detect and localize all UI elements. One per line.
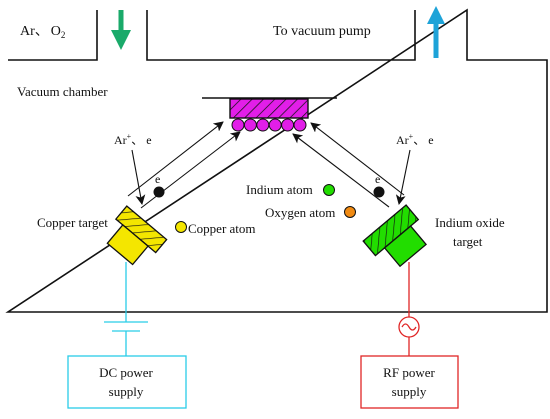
electron-label-left: e [155, 172, 160, 186]
substrate-atoms [231, 118, 307, 132]
substrate-block [229, 98, 309, 119]
deposited-atom [293, 118, 307, 132]
deposited-atom [281, 118, 295, 132]
deposited-atom [243, 118, 257, 132]
copper-atom-label: Copper atom [188, 221, 256, 236]
indium-atom-dot [323, 184, 335, 196]
copper-target-label: Copper target [37, 215, 108, 230]
ion-label-right: Ar+、 e [396, 132, 434, 147]
deposited-atom [231, 118, 245, 132]
oxygen-atom-label: Oxygen atom [265, 205, 335, 220]
vacuum-chamber-outline [5, 8, 548, 313]
electron-label-right: e [375, 172, 380, 186]
ion-arrow-left [131, 149, 146, 205]
copper-target [106, 205, 168, 266]
right-sputter-arrow-outer [310, 122, 405, 196]
ion-label-left: Ar+、 e [114, 132, 152, 147]
dc-power-supply-label-line2: supply [109, 384, 144, 399]
left-sputter-arrow-outer [127, 121, 224, 197]
ion-arrow-right [395, 149, 411, 205]
right-sputter-arrow-inner [292, 133, 390, 208]
dc-power-supply-label-line1: DC power [99, 365, 153, 380]
oxygen-atom-dot [344, 206, 356, 218]
copper-atom-dot [175, 221, 187, 233]
indium-atom-label: Indium atom [246, 182, 313, 197]
vacuum-chamber-label: Vacuum chamber [17, 84, 108, 99]
indium-oxide-target-label-line2: target [453, 234, 483, 249]
vacuum-pump-arrow-icon [427, 6, 445, 58]
electron-dot-left [153, 186, 165, 198]
indium-oxide-target-label-line1: Indium oxide [435, 215, 505, 230]
electron-dot-right [373, 186, 385, 198]
rf-circuit [360, 262, 459, 409]
deposited-atom [268, 118, 282, 132]
gas-inlet-label: Ar、O2 [20, 24, 65, 40]
rf-power-supply-label-line2: supply [392, 384, 427, 399]
deposited-atom [256, 118, 270, 132]
dc-circuit [67, 262, 187, 409]
indium-oxide-target [362, 204, 427, 268]
rf-power-supply-label-line1: RF power [383, 365, 435, 380]
vacuum-pump-label: To vacuum pump [273, 24, 371, 39]
gas-inlet-arrow-icon [111, 10, 131, 50]
